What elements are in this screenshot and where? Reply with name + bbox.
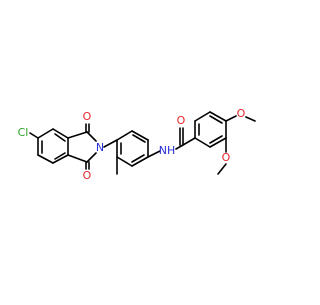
bond-inner bbox=[54, 133, 66, 142]
atom-label-o-bottom: O bbox=[83, 169, 92, 182]
atom-label-o-top: O bbox=[83, 110, 92, 123]
atom-label-o-amide: O bbox=[177, 114, 186, 127]
bond bbox=[182, 137, 196, 146]
bond-inner bbox=[209, 135, 223, 144]
bond bbox=[175, 144, 184, 150]
bond bbox=[194, 137, 211, 148]
bond bbox=[52, 128, 69, 139]
bond bbox=[217, 163, 227, 175]
bond bbox=[37, 154, 54, 164]
bond bbox=[131, 156, 149, 167]
bond bbox=[29, 132, 39, 139]
bond bbox=[225, 115, 237, 122]
bond bbox=[52, 154, 69, 164]
atom-label-o-methoxy-2: O bbox=[222, 151, 231, 164]
bond bbox=[245, 116, 256, 122]
bond-inner bbox=[54, 152, 66, 160]
atom-labels: Cl O O N NH O O O bbox=[18, 107, 246, 182]
bond bbox=[103, 139, 118, 148]
bond-inner bbox=[132, 134, 146, 143]
bond bbox=[147, 150, 161, 158]
bond bbox=[209, 111, 227, 122]
bond bbox=[116, 130, 133, 141]
bond bbox=[37, 128, 54, 139]
structure-diagram: Cl O O N NH O O O bbox=[18, 107, 256, 182]
bond-inner bbox=[209, 115, 223, 124]
bond bbox=[194, 111, 211, 122]
atom-label-o-methoxy-1: O bbox=[237, 107, 246, 120]
bond bbox=[86, 131, 97, 142]
bond bbox=[67, 154, 88, 163]
bonds bbox=[29, 111, 256, 175]
bond bbox=[67, 131, 88, 139]
atom-label-cl: Cl bbox=[18, 126, 29, 139]
bond bbox=[131, 130, 149, 141]
bond bbox=[116, 156, 133, 167]
bond bbox=[209, 137, 227, 148]
bond-inner bbox=[131, 154, 145, 163]
atom-label-n-imide: N bbox=[96, 141, 104, 154]
bond bbox=[86, 152, 97, 163]
atom-label-nh: NH bbox=[159, 144, 176, 157]
